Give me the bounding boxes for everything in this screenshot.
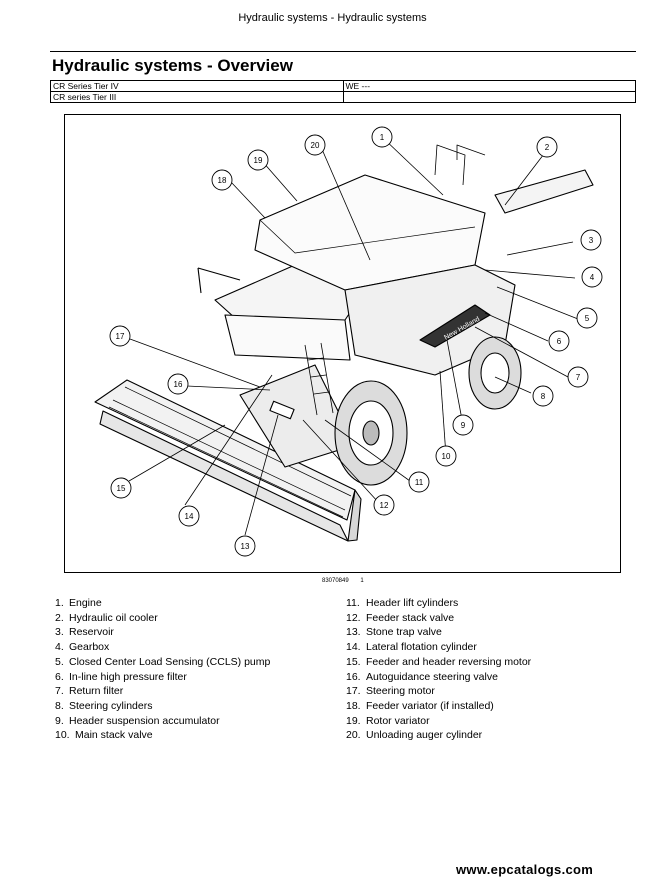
applicability-table: CR Series Tier IV WE --- CR series Tier …: [50, 80, 636, 103]
combine-illustration: New Holland: [94, 126, 603, 557]
svg-text:14: 14: [185, 512, 194, 521]
list-item: 20.Unloading auger cylinder: [346, 729, 483, 742]
callout-7: 7: [567, 366, 589, 388]
figure-id: 83070849: [322, 578, 349, 584]
callout-2: 2: [536, 136, 558, 158]
svg-text:5: 5: [585, 314, 590, 323]
list-item: 4.Gearbox: [55, 641, 110, 654]
list-item: 5.Closed Center Load Sensing (CCLS) pump: [55, 655, 271, 668]
combine-hydraulics-figure: New Holland: [64, 114, 621, 573]
table-row: CR Series Tier IV WE ---: [50, 80, 636, 92]
callout-9: 9: [452, 414, 474, 436]
footer-website: www.epcatalogs.com: [456, 862, 594, 877]
combine-drawing: New Holland: [94, 144, 594, 542]
list-item: 15.Feeder and header reversing motor: [346, 655, 532, 668]
callout-4: 4: [581, 266, 603, 288]
svg-text:16: 16: [174, 380, 183, 389]
list-item: 12.Feeder stack valve: [346, 611, 455, 624]
svg-text:13: 13: [241, 542, 250, 551]
list-item: 19.Rotor variator: [346, 714, 430, 727]
svg-text:20: 20: [311, 141, 320, 150]
list-item: 7.Return filter: [55, 685, 124, 698]
callout-11: 11: [408, 471, 430, 493]
svg-text:19: 19: [254, 156, 263, 165]
callout-19: 19: [247, 149, 269, 171]
callout-15: 15: [110, 477, 132, 499]
list-item: 1.Engine: [55, 597, 102, 609]
svg-text:18: 18: [218, 176, 227, 185]
callout-16: 16: [167, 373, 189, 395]
figure-caption: 83070849 1: [322, 578, 374, 584]
list-item: 17.Steering motor: [346, 685, 435, 698]
running-header: Hydraulic systems - Hydraulic systems: [238, 12, 427, 24]
svg-text:17: 17: [116, 332, 125, 341]
legend-right: 11.Header lift cylinders 12.Feeder stack…: [346, 596, 531, 743]
header-rule: [50, 51, 636, 52]
list-item: 14.Lateral flotation cylinder: [346, 641, 477, 654]
callout-17: 17: [109, 325, 131, 347]
svg-text:15: 15: [117, 484, 126, 493]
callout-12: 12: [373, 494, 395, 516]
callout-18: 18: [211, 169, 233, 191]
list-item: 3.Reservoir: [55, 626, 114, 639]
svg-text:9: 9: [461, 421, 466, 430]
callout-13: 13: [234, 535, 256, 557]
svg-text:6: 6: [557, 337, 562, 346]
svg-text:12: 12: [380, 501, 389, 510]
svg-text:3: 3: [589, 236, 594, 245]
list-item: 2.Hydraulic oil cooler: [55, 611, 158, 624]
svg-text:4: 4: [590, 273, 595, 282]
callout-20: 20: [304, 134, 326, 156]
callout-5: 5: [576, 307, 598, 329]
table-row: CR series Tier III: [50, 91, 636, 103]
list-item: 16.Autoguidance steering valve: [346, 670, 498, 683]
list-item: 8.Steering cylinders: [55, 699, 153, 712]
list-item: 10.Main stack valve: [55, 729, 153, 742]
svg-text:8: 8: [541, 392, 546, 401]
callout-3: 3: [580, 229, 602, 251]
svg-text:11: 11: [415, 478, 424, 487]
unloading-auger: [494, 169, 594, 214]
callout-14: 14: [178, 505, 200, 527]
callout-markers: 1 2 3 4 5 6 7 8 9 10 11 12 13 14 15 16 1…: [109, 126, 603, 557]
list-item: 6.In-line high pressure filter: [55, 670, 187, 683]
model-cell: CR series Tier III: [50, 91, 344, 103]
svg-text:2: 2: [545, 143, 550, 152]
list-item: 18.Feeder variator (if installed): [346, 699, 494, 712]
list-item: 13.Stone trap valve: [346, 626, 442, 639]
callout-1: 1: [371, 126, 393, 148]
callout-6: 6: [548, 330, 570, 352]
list-item: 9.Header suspension accumulator: [55, 714, 220, 727]
legend-left: 1.Engine 2.Hydraulic oil cooler 3.Reserv…: [55, 596, 270, 743]
section-title: Hydraulic systems - Overview: [52, 56, 293, 75]
callout-8: 8: [532, 385, 554, 407]
svg-text:1: 1: [380, 133, 385, 142]
list-item: 11.Header lift cylinders: [346, 597, 459, 609]
callout-10: 10: [435, 445, 457, 467]
region-cell: WE ---: [342, 80, 636, 92]
region-cell: [342, 91, 636, 103]
svg-text:7: 7: [576, 373, 581, 382]
svg-text:10: 10: [442, 452, 451, 461]
figure-number: 1: [360, 578, 364, 584]
model-cell: CR Series Tier IV: [50, 80, 344, 92]
callout-leaders: [128, 136, 579, 536]
